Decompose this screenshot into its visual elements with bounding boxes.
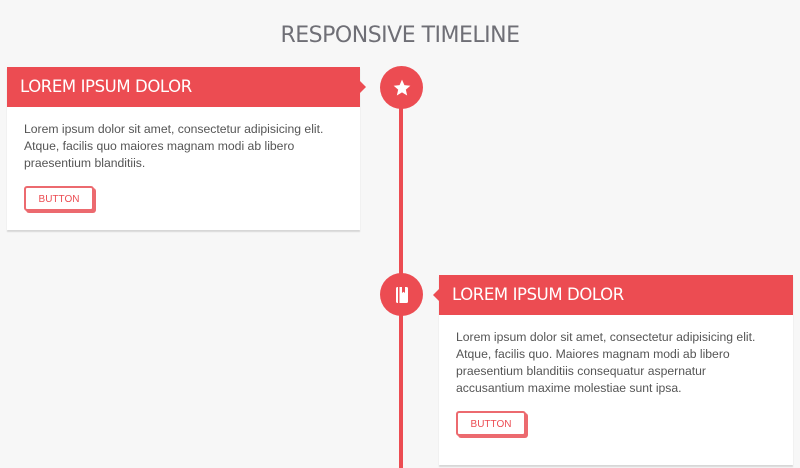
page-title: RESPONSIVE TIMELINE — [280, 22, 521, 48]
card-button[interactable]: BUTTON — [24, 186, 94, 211]
card-body: Lorem ipsum dolor sit amet, consectetur … — [439, 315, 793, 436]
timeline-card-2: LOREM IPSUM DOLOR Lorem ipsum dolor sit … — [433, 275, 793, 465]
card-text: Lorem ipsum dolor sit amet, consectetur … — [24, 122, 324, 170]
star-icon — [393, 79, 410, 95]
card-body: Lorem ipsum dolor sit amet, consectetur … — [7, 107, 360, 211]
card-title: LOREM IPSUM DOLOR — [20, 77, 192, 96]
book-icon — [395, 286, 408, 303]
timeline-marker-book — [380, 273, 423, 316]
timeline-card-1: LOREM IPSUM DOLOR Lorem ipsum dolor sit … — [7, 67, 366, 230]
card-title: LOREM IPSUM DOLOR — [452, 285, 624, 304]
card-pointer — [433, 289, 439, 301]
timeline-marker-star — [380, 66, 423, 109]
card-text: Lorem ipsum dolor sit amet, consectetur … — [456, 330, 756, 395]
card-pointer — [360, 81, 366, 93]
card-header: LOREM IPSUM DOLOR — [7, 67, 366, 107]
card-header: LOREM IPSUM DOLOR — [433, 275, 793, 315]
card-button[interactable]: BUTTON — [456, 411, 526, 436]
